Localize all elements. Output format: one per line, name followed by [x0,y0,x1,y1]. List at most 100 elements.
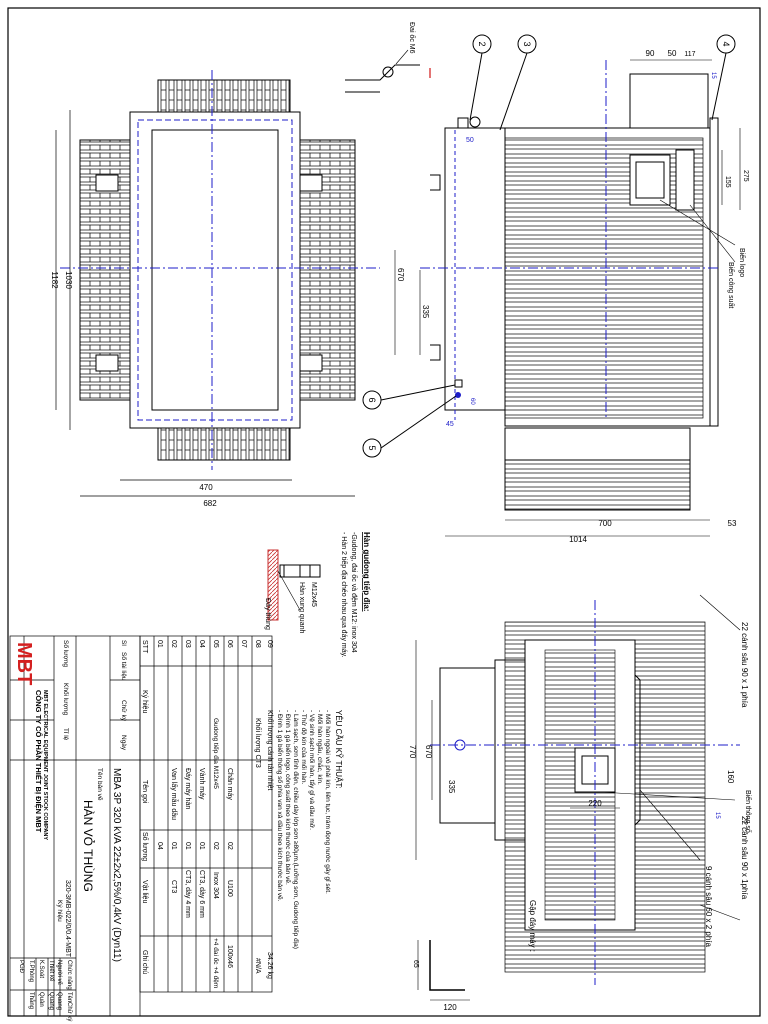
role-1-name: Quang [48,992,54,1010]
table-row: U100 [226,880,233,897]
grounding-note-1: -Gudong, đai ốc và đệm M12: inox 304 [350,532,359,653]
dim-120: 120 [443,1003,457,1012]
drawing-title: HÀN VỎ THÙNG [81,800,96,892]
table-row: Khối lượng cánh tản nhiệt [266,710,275,791]
req-line-1: - Mối hàn ngoài vỏ phải kín, liên tục, t… [324,710,333,894]
req-line-5: - Làm sạch, sơn tĩnh điện, chiều dày lớp… [292,710,301,949]
req-line-2: - Mối hàn ngấu, chắc, kín. [316,710,325,785]
table-row: Van lấy mẫu dầu [170,768,179,820]
table-row: 100x46 [226,945,233,968]
role-2-name: Quân [38,992,44,1007]
table-row: #N/A [254,958,261,974]
role-0: Người vẽ [56,960,62,986]
bom-rows: 01 04 02 Van lấy mẫu dầu 01 CT3 03 Đáy m… [156,640,275,988]
tb-tyle: Tỉ lệ [62,728,70,741]
product-name: MBA 3P 320 kVA 22±2x2,5%/0,4kV (Dyn11) [111,768,122,962]
fin-note-bottom: 22 cánh sâu 90 x 1phía [740,816,749,900]
table-row: CT3 [170,880,177,893]
bom-h-kyhieu: Ký hiệu [141,690,148,713]
dim-1030: 1030 [64,271,73,289]
power-plate-note: Biển công suất [727,262,736,308]
table-row: 34.26 kg [266,952,273,979]
dim-50: 50 [668,49,677,58]
logo-plate-note: Biển logo [738,248,746,277]
dim-65: 65 [412,960,419,968]
fold-note: Gập đáy máy : [528,900,537,952]
table-row: 03 [184,640,191,648]
front-view [394,59,741,537]
balloon-4: 4 [721,41,731,46]
req-line-3: - Vệ sinh sạch mối hàn, tẩy gỉ và dầu mỡ… [308,710,317,830]
bom-h-soluong: Số lượng [141,832,150,861]
top-view [55,70,380,497]
symbol-label: Ký hiệu [56,900,63,922]
table-row: Gudong tiếp địa M12x45 [212,718,221,789]
role-head-sign: Chữ ký [66,1002,72,1021]
table-row: Inox 304 [212,872,219,899]
table-row: 01 [184,842,191,850]
tb-sotailieu: Số tài liệu [120,652,129,681]
tb-sl: Sl [120,640,127,646]
role-head-fn: Chức năng [66,960,72,990]
sheet-border [7,7,761,1017]
nut-note: Đai ốc M6 [408,22,417,54]
table-row: 06 [226,640,233,648]
req-title: YÊU CẦU KỸ THUẬT: [334,710,344,789]
table-row: 04 [156,842,163,850]
tb-ngay: Ngày [120,735,127,751]
dim-117: 117 [684,51,695,58]
dim-160: 160 [726,770,735,784]
fin-note-top: 22 cánh sâu 90 x 1 phía [740,622,749,708]
dim-60: 60 [469,398,475,405]
fin-note-center: 9 cánh sâu 60 x 2 phía [704,866,713,948]
dim-335b: 335 [447,780,456,794]
dim-45: 45 [446,421,454,428]
dim-15b: 15 [714,812,720,819]
bom-table [139,635,273,993]
table-row: 07 [240,640,247,648]
role-1: Thiết kế [48,960,54,982]
table-row: +4 đai ốc +4 đệm [212,938,221,988]
table-row: 02 [226,842,233,850]
table-row: CT3, dày 4 mm [184,870,191,918]
table-row: 04 [198,640,205,648]
company-logo: MBT [13,642,35,685]
dim-50b: 50 [466,137,474,144]
dim-220: 220 [588,799,602,808]
dim-1182: 1182 [50,271,59,289]
title-block [9,635,141,1017]
bottom-label: Đáy thùng [264,598,271,630]
balloon-3: 3 [522,41,532,46]
balloon-group [362,34,736,458]
company-name: CÔNG TY CỔ PHẦN THIẾT BỊ ĐIỆN MBT [34,690,44,833]
company-name-en: MBT ELECTRICAL EQUIPMENT JOINT STOCK COM… [42,690,48,840]
grounding-note-2: - Hàn 2 tiếp địa chéo nhau qua đáy máy. [340,532,349,658]
drawing-name-label: Tên bản vẽ [96,768,103,801]
bom-h-vatlieu: Vật liệu [141,880,148,903]
nut-detail [345,49,431,93]
dim-700: 700 [598,519,612,528]
bom-h-ghichu: Ghi chú [141,950,148,974]
dim-275: 275 [742,170,749,182]
table-row: 08 [254,640,261,648]
role-4: PGĐ [18,960,24,974]
table-row: 02 [170,640,177,648]
grounding-note-title: Hàn gudong tiếp địa: [362,532,371,612]
dim-682: 682 [203,499,217,508]
role-2: K.Soát [38,960,44,978]
role-3: T.Phòng [28,960,34,982]
table-row: 01 [156,640,163,648]
role-0-name: Quang [56,992,62,1010]
fold-detail [417,940,470,1001]
role-3-name: Thắng [28,992,35,1009]
tb-chuky: Chữ ký [120,700,127,722]
dim-770: 770 [408,745,417,759]
side-view [415,594,741,985]
req-line-6: - Đính 1 gá biển logo, công suất theo kí… [284,710,293,885]
balloon-2: 2 [477,41,487,46]
table-row: Đáy máy hàn [184,768,191,809]
table-row: Chân máy [226,768,233,800]
balloon-6: 6 [367,397,377,402]
bom-h-tengoi: Tên gọi [141,780,148,804]
